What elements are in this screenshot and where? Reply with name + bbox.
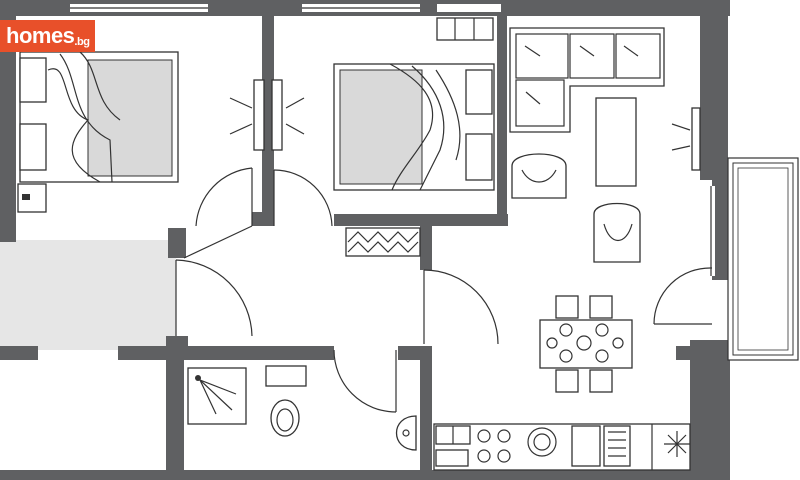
kitchen-counter bbox=[433, 423, 691, 471]
bed-1 bbox=[19, 51, 179, 183]
bed-2 bbox=[333, 63, 495, 191]
walls bbox=[0, 0, 730, 480]
wall-lamp-2 bbox=[671, 107, 701, 171]
armchair-1 bbox=[511, 153, 567, 199]
nightstand-1 bbox=[17, 183, 47, 213]
corridor-area bbox=[0, 240, 176, 350]
armchair-2 bbox=[593, 202, 641, 263]
shower bbox=[187, 367, 247, 425]
windows bbox=[70, 7, 712, 276]
corner-sofa bbox=[509, 27, 665, 133]
homes-bg-logo: homes.bg bbox=[0, 20, 95, 52]
wardrobe bbox=[345, 227, 421, 257]
shelf bbox=[436, 17, 494, 41]
fridge-icon bbox=[664, 431, 690, 457]
dining-table bbox=[539, 295, 633, 393]
wall-lamp-1 bbox=[229, 79, 305, 151]
coffee-table bbox=[595, 97, 637, 187]
toilet bbox=[265, 365, 307, 437]
logo-tld: .bg bbox=[74, 36, 90, 48]
logo-brand: homes bbox=[6, 23, 75, 48]
balcony bbox=[727, 157, 799, 361]
doors bbox=[175, 167, 713, 413]
washbasin bbox=[395, 415, 417, 451]
